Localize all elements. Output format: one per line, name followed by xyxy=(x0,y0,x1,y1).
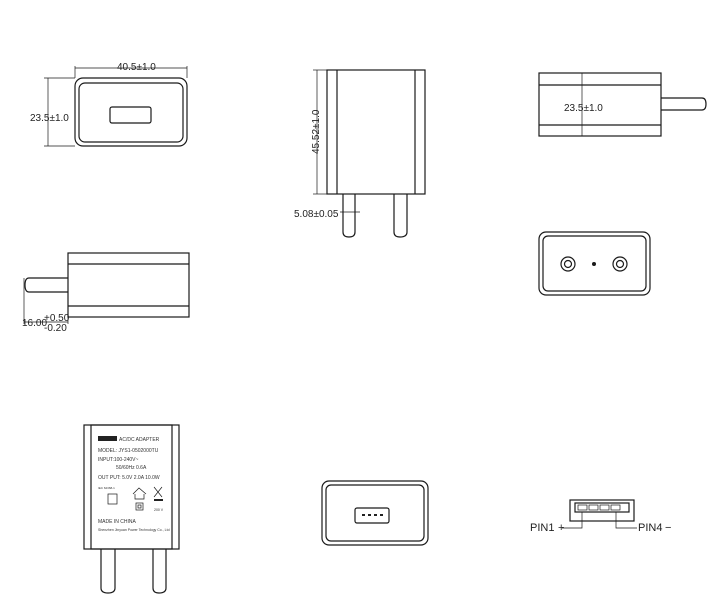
label-input: INPUT:100-240V~ xyxy=(98,457,139,463)
label-model: MODEL: JYS1-0502000TU xyxy=(98,448,159,454)
label-output: OUT PUT: 5.0V 2.0A 10.0W xyxy=(98,475,160,481)
dim-side-tol-minus: -0.20 xyxy=(44,323,67,334)
view-front: 45.52±1.0 5.08±0.05 xyxy=(294,69,426,238)
dim-width-top: 40.5±1.0 xyxy=(117,62,156,73)
indoor-use-icon xyxy=(132,487,147,500)
view-pin-face xyxy=(538,231,651,296)
dim-front-height: 45.52±1.0 xyxy=(311,109,322,154)
label-freq: 50/60Hz 0.6A xyxy=(116,465,147,471)
view-side-left: 16.00 +0.50 -0.20 xyxy=(22,252,190,334)
pin1-label: PIN1 xyxy=(530,522,554,534)
dim-pin-width: 5.08±0.05 xyxy=(294,209,339,220)
cert-mark-icon xyxy=(107,493,118,505)
label-brand-line: AC/DC ADAPTER xyxy=(119,437,160,443)
view-usb-face-large xyxy=(321,480,429,546)
weee-bin-icon xyxy=(153,486,163,498)
double-insulation-icon xyxy=(135,502,144,511)
dim-height-top: 23.5±1.0 xyxy=(30,113,69,124)
dim-side-tol-plus: +0.50 xyxy=(44,313,70,324)
label-voltage-mark: 200 V xyxy=(154,508,164,512)
view-usb-face-top: 40.5±1.0 23.5±1.0 xyxy=(30,62,188,147)
pin1-polarity: + xyxy=(558,522,564,534)
view-usb-pinout: PIN1 + PIN4 − xyxy=(530,499,671,534)
view-label-face: AC/DC ADAPTER MODEL: JYS1-0502000TU INPU… xyxy=(83,424,180,594)
label-made-in: MADE IN CHINA xyxy=(98,519,136,525)
pin4-polarity: − xyxy=(665,522,671,534)
label-maker: Shenzhen Jinyuan Power Technology Co., L… xyxy=(98,528,170,532)
dim-side-height: 23.5±1.0 xyxy=(564,103,603,114)
view-side-right: 23.5±1.0 xyxy=(538,72,707,137)
pin4-label: PIN4 xyxy=(638,522,662,534)
dim-side-depth: 16.00 xyxy=(22,318,47,329)
label-small-note: IEC 62368-1 xyxy=(98,486,115,490)
